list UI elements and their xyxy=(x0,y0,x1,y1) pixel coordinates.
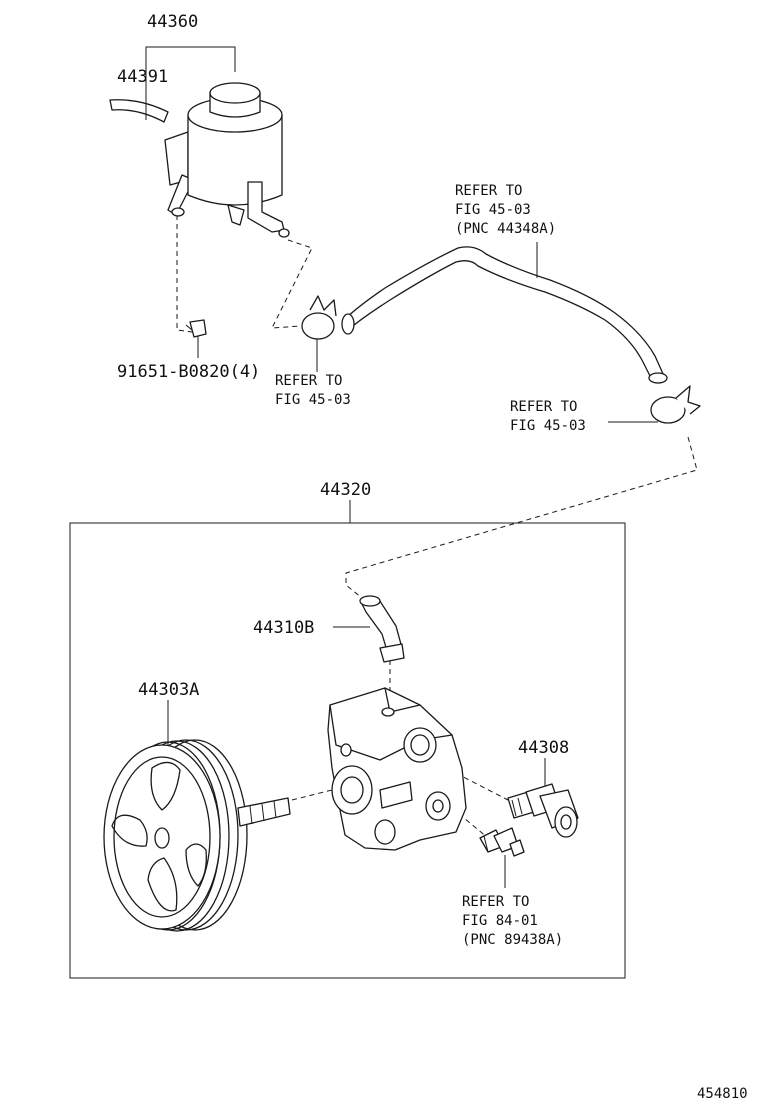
refer-hose: REFER TO FIG 45-03 (PNC 44348A) xyxy=(455,182,556,239)
refer-clamp-left: REFER TO FIG 45-03 xyxy=(275,372,351,410)
refer-clamp-right-line-2: FIG 45-03 xyxy=(510,418,586,434)
switch-shape xyxy=(479,827,525,857)
pump-assy-frame xyxy=(69,522,626,979)
cap-seal-shape xyxy=(109,99,169,123)
refer-switch-line-3: (PNC 89438A) xyxy=(462,932,564,948)
refer-clamp-right-line-1: REFER TO xyxy=(510,399,578,415)
figure-number: 454810 xyxy=(697,1086,748,1102)
reservoir-tank xyxy=(164,82,290,238)
label-44303a: 44303A xyxy=(138,680,200,700)
refer-hose-line-3: (PNC 44348A) xyxy=(455,221,557,237)
bolt-shape xyxy=(185,319,207,338)
refer-switch-line-1: REFER TO xyxy=(462,894,530,910)
refer-clamp-left-line-2: FIG 45-03 xyxy=(275,392,351,408)
label-91651-b0820: 91651-B0820(4) xyxy=(117,362,261,382)
pump-body xyxy=(327,687,467,851)
pulley-shape xyxy=(103,739,291,932)
refer-hose-line-2: FIG 45-03 xyxy=(455,202,531,218)
refer-switch: REFER TO FIG 84-01 (PNC 89438A) xyxy=(462,893,563,950)
label-44308: 44308 xyxy=(518,738,570,758)
right-clamp xyxy=(650,385,701,424)
label-44360: 44360 xyxy=(147,12,199,32)
label-44320: 44320 xyxy=(320,480,372,500)
hose-shape xyxy=(345,246,665,381)
refer-clamp-left-line-1: REFER TO xyxy=(275,373,343,389)
left-clamp xyxy=(301,295,337,340)
union-fitting xyxy=(359,595,405,663)
valve-shape xyxy=(507,783,579,838)
refer-hose-line-1: REFER TO xyxy=(455,183,523,199)
label-44391: 44391 xyxy=(117,67,169,87)
refer-switch-line-2: FIG 84-01 xyxy=(462,913,538,929)
label-44310b: 44310B xyxy=(253,618,315,638)
refer-clamp-right: REFER TO FIG 45-03 xyxy=(510,398,586,436)
